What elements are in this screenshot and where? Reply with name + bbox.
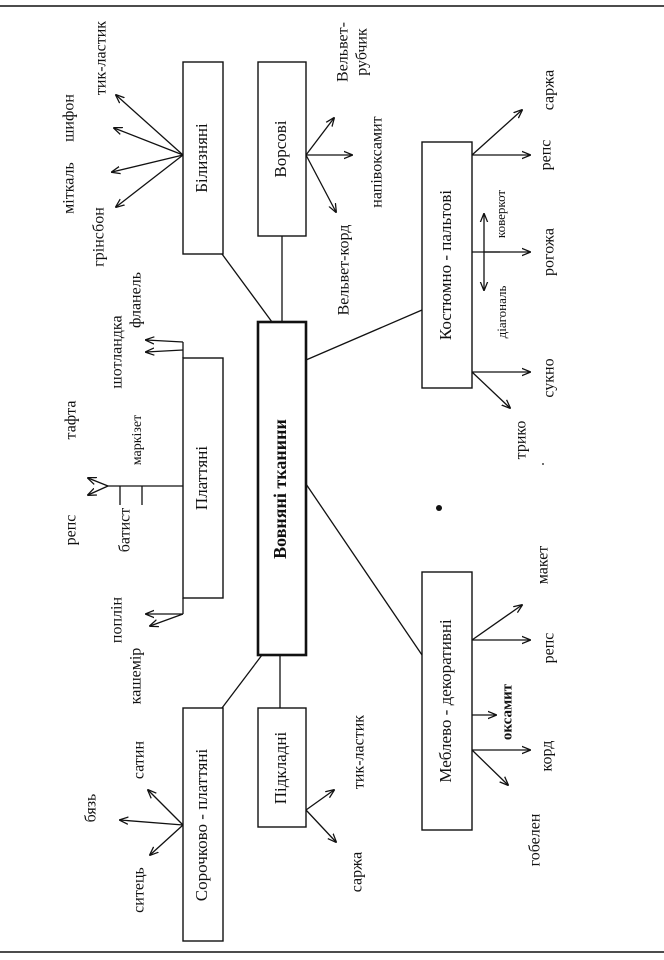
leaf-plattiani-flanel: фланель [128, 272, 145, 328]
box-meblevo-dekoratyvni [421, 571, 473, 831]
label-meblevo-dekoratyvni: Меблево - декоративні [436, 619, 455, 783]
leaf-vorsovi-velvet-rubchyk-line2: рубчик [354, 28, 371, 76]
box-kostiumno-paltovi [421, 141, 473, 389]
box-vorsovi [257, 61, 307, 237]
leaf-plattiani-poplin: поплін [109, 597, 126, 644]
leaf-plattiani-markizet: маркізет [130, 415, 145, 466]
leaf-kostiumno-sarzha: саржа [541, 70, 558, 111]
leaf-kostiumno-diagonal: діагональ [494, 286, 509, 339]
box-pidkladni [257, 707, 307, 828]
leaf-sorochkovo-biaz: бязь [83, 794, 100, 823]
leaf-bilyzniani-mitkal: міткаль [61, 162, 78, 214]
leaf-bilyzniani-grinsbon: грінсбон [91, 207, 108, 267]
leaf-kostiumno-koverkot: коверкот [493, 190, 508, 238]
leaf-bilyzniani-tyk-lastyk: тик-ластик [93, 21, 110, 95]
leaf-kostiumno-sukno: сукно [541, 358, 558, 397]
label-plattiani: Платтяні [192, 446, 211, 510]
label-vorsovi: Ворсові [271, 120, 290, 177]
label-kostiumno-paltovi: Костюмно - пальтові [436, 190, 455, 340]
leaf-meblevo-maket: макет [535, 546, 552, 585]
label-vovniani-tkanyny: Вовняні тканини [270, 419, 290, 559]
leaf-sorochkovo-satyn: сатин [131, 741, 148, 780]
label-sorochkovo-plattiani: Сорочково - платтяні [192, 749, 211, 902]
leaf-plattiani-reps: репс [63, 515, 80, 546]
leaf-meblevo-oksamyt: оксамит [499, 683, 515, 740]
leaf-plattiani-tafta: тафта [63, 401, 80, 440]
label-bilyzniani: Білизняні [192, 123, 211, 193]
box-plattiani [182, 357, 224, 599]
leaf-plattiani-batyst: батист [117, 508, 134, 552]
leaf-sorochkovo-sytets: ситець [131, 867, 148, 913]
leaf-kostiumno-tryko: трико [513, 421, 530, 460]
leaf-vorsovi-napivoksamyt: напівоксамит [369, 116, 386, 207]
leaf-meblevo-kord: корд [539, 741, 556, 772]
leaf-plattiani-shotlandka: шотландка [109, 315, 126, 388]
leaf-vorsovi-velvet-kord: Вельвет-корд [336, 225, 353, 316]
connectors [221, 236, 423, 709]
label-pidkladni: Підкладні [271, 732, 290, 805]
leaf-pidkladni-tyk-lastyk: тик-ластик [351, 715, 368, 789]
box-vovniani-tkanyny [256, 320, 308, 657]
scan-speck [542, 463, 544, 465]
leaf-meblevo-gobelen: гобелен [527, 813, 544, 866]
scan-dot [436, 505, 442, 511]
leaf-kostiumno-reps: репс [538, 140, 555, 171]
leaf-kostiumno-rogozha: рогожа [541, 228, 558, 276]
leaf-vorsovi-velvet-rubchyk-line1: Вельвет- [335, 22, 352, 82]
leaf-pidkladni-sarzha: саржа [349, 852, 366, 893]
leaf-plattiani-kashemir: кашемір [128, 648, 145, 705]
leaf-meblevo-reps: репс [541, 633, 558, 664]
box-bilyzniani [182, 61, 224, 255]
arrows [88, 95, 530, 855]
leaf-bilyzniani-shyfon: шифон [61, 94, 78, 142]
